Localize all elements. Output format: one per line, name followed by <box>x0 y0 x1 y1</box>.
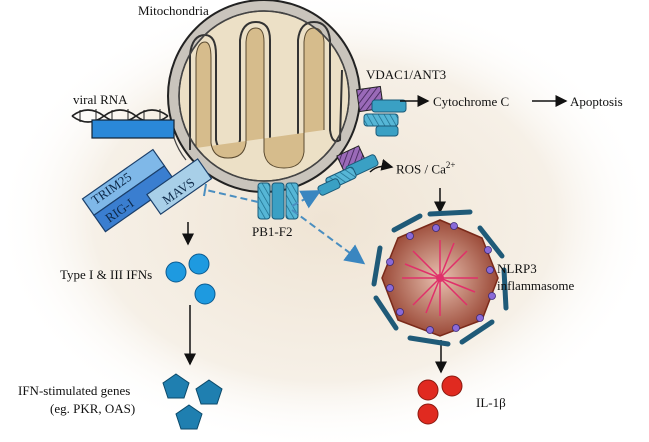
ifn-molecule-icon <box>165 253 216 305</box>
label-cytochrome: Cytochrome C <box>433 94 510 109</box>
dashed-arrow-pb1f2-channel <box>291 190 322 209</box>
label-il1b: IL-1β <box>476 395 506 410</box>
inhibit-bar <box>203 183 207 197</box>
vdac-channel-icon <box>356 85 407 137</box>
mitochondrion-icon <box>167 0 361 193</box>
label-inflammasome: inflammasome <box>497 278 575 293</box>
dna-helix-icon <box>71 109 175 139</box>
pb1f2-channel-icon <box>257 182 299 220</box>
label-vdac: VDAC1/ANT3 <box>366 67 447 82</box>
label-mitochondria: Mitochondria <box>138 3 209 18</box>
label-isg-examples: (eg. PKR, OAS) <box>50 401 136 416</box>
label-viral-rna: viral RNA <box>73 92 128 107</box>
isg-pentagon-icon <box>162 373 223 430</box>
label-nlrp3: NLRP3 <box>497 261 537 276</box>
label-ifns: Type I & III IFNs <box>60 267 153 282</box>
il1b-molecule-icon <box>417 375 463 425</box>
dashed-inhibit-pb1f2-mavs <box>205 189 259 203</box>
label-ros: ROS / Ca2+ <box>396 160 456 177</box>
arrow-channel-ros <box>369 158 394 173</box>
label-pb1f2: PB1-F2 <box>252 224 293 239</box>
label-isg: IFN-stimulated genes <box>18 383 131 398</box>
rig1-trim25-complex <box>81 137 213 233</box>
inflammasome-icon <box>371 209 509 347</box>
vdac-channel-lower-icon <box>317 145 379 196</box>
dashed-arrow-pb1f2-nlrp3 <box>291 209 366 265</box>
label-apoptosis: Apoptosis <box>570 94 623 109</box>
